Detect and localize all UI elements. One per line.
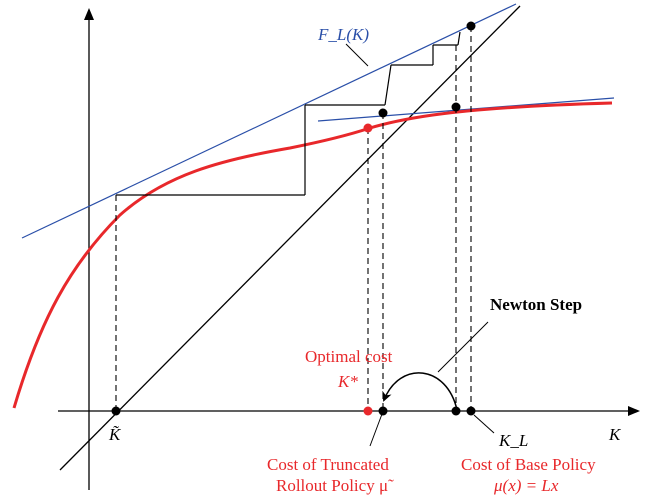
- tangent-line-optimal: [317, 97, 615, 122]
- truncated-leader: [369, 413, 383, 447]
- newton-step-arc: [382, 372, 458, 411]
- label-k-tilde: K̃: [108, 425, 122, 444]
- point-curve-upper: [378, 108, 388, 118]
- label-k-star: K*: [337, 372, 358, 391]
- y-axis-arrowhead: [84, 8, 94, 20]
- point-k-tilde: [111, 406, 121, 416]
- x-axis-arrowhead: [628, 406, 640, 416]
- point-tangent-touch: [451, 102, 461, 112]
- k-L-leader: [473, 414, 495, 434]
- label-optimal-cost: Optimal cost: [305, 347, 393, 366]
- label-truncated-1: Cost of Truncated: [267, 455, 389, 474]
- label-F-L: F_L(K): [317, 25, 369, 44]
- point-optimal-fixed: [363, 123, 373, 133]
- label-base-2: μ(x) = Lx: [493, 476, 559, 495]
- staircase-iterations: [116, 31, 461, 196]
- label-k-L: K_L: [498, 431, 528, 450]
- label-axis-K: K: [608, 425, 622, 444]
- label-truncated-2: Rollout Policy μ̃: [276, 476, 394, 495]
- cost-curve: [12, 101, 613, 409]
- point-truncated: [378, 406, 388, 416]
- point-k-L: [466, 406, 476, 416]
- label-base-1: Cost of Base Policy: [461, 455, 596, 474]
- label-newton-step: Newton Step: [490, 295, 582, 314]
- diagonal-line: [59, 5, 521, 471]
- F-L-leader: [345, 43, 369, 67]
- point-base-lower: [451, 406, 461, 416]
- point-k-star: [363, 406, 373, 416]
- newton-step-leader: [437, 321, 489, 373]
- dashed-projections: [115, 26, 472, 411]
- tangent-line-F-L: [21, 3, 517, 239]
- point-F-L-fixed: [466, 21, 476, 31]
